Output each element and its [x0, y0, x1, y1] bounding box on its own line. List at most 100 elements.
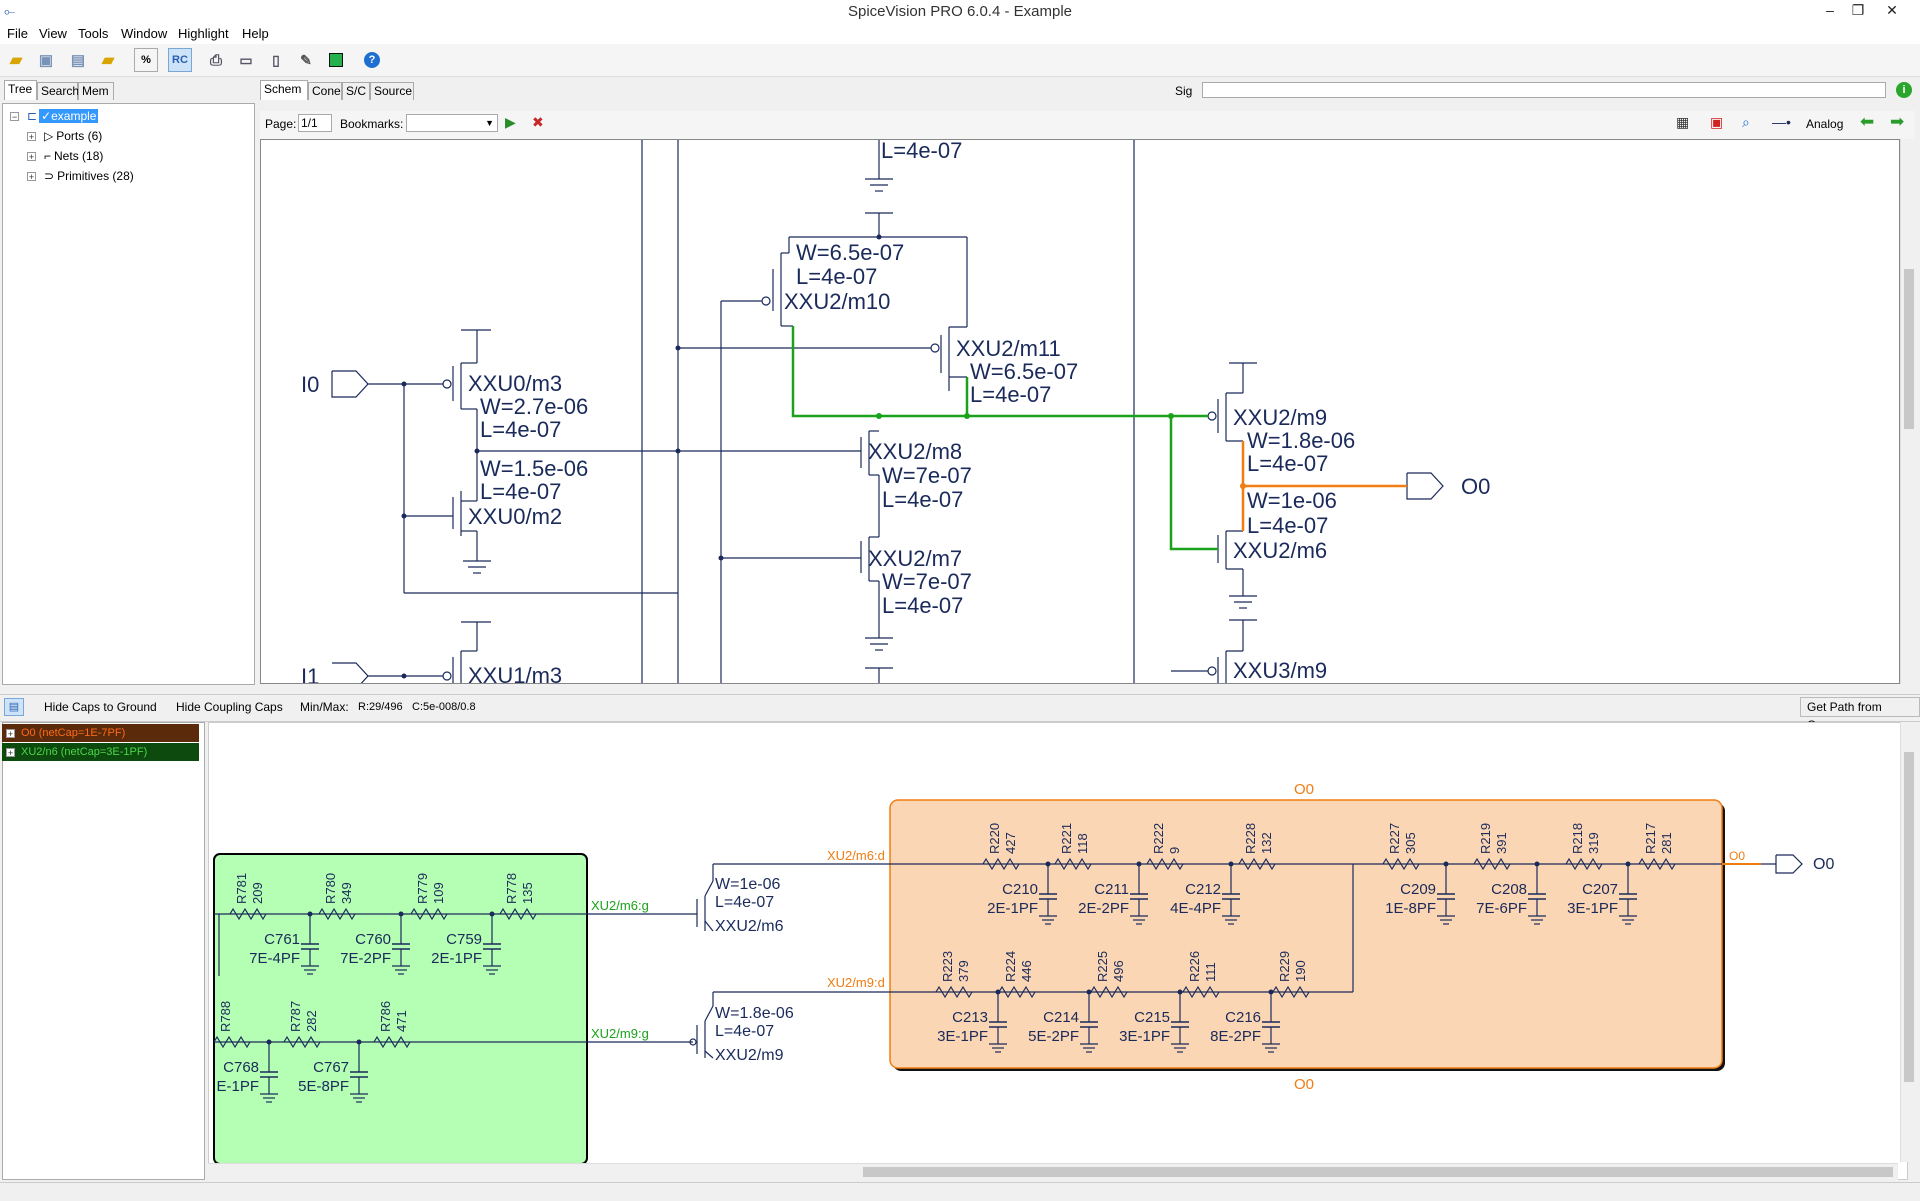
- device-param: L=4e-07: [715, 1023, 774, 1040]
- tree-item-nets[interactable]: + ⌐ Nets (18): [27, 147, 103, 165]
- info-icon[interactable]: i: [1896, 82, 1912, 98]
- tree-item-ports[interactable]: + ▷ Ports (6): [27, 127, 102, 145]
- device-name: XXU0/m2: [468, 504, 562, 529]
- expand-icon[interactable]: +: [27, 152, 36, 161]
- help-icon[interactable]: ?: [360, 48, 384, 72]
- back-arrow-icon[interactable]: ⬅: [1860, 112, 1874, 132]
- tab-mem[interactable]: Mem: [78, 82, 114, 100]
- rc-horizontal-scrollbar[interactable]: [208, 1163, 1898, 1180]
- tab-search[interactable]: Search: [37, 82, 78, 100]
- scrollbar-thumb[interactable]: [1904, 752, 1914, 1082]
- cap-value: 3E-1PF: [937, 1028, 988, 1045]
- resistor-value: 132: [1259, 832, 1274, 854]
- net-icon: ⌐: [44, 149, 51, 163]
- resistor-value: 111: [1203, 962, 1218, 982]
- device-name: XXU2/m10: [784, 289, 890, 314]
- tree-item-label: Ports (6): [56, 129, 102, 143]
- highlight-red-icon[interactable]: ▣: [1710, 114, 1723, 131]
- net-title-top: O0: [1294, 781, 1314, 798]
- scrollbar-thumb[interactable]: [863, 1167, 1893, 1177]
- chevron-down-icon: ▼: [485, 118, 494, 128]
- schematic-canvas[interactable]: I0 I1 O0 L=4e-07 XXU0/m3 W=2.7e-06 L=4e-…: [260, 139, 1900, 684]
- green-square-icon[interactable]: [324, 48, 348, 72]
- rc-view-icon[interactable]: ▤: [4, 698, 24, 716]
- resistor-name: R222: [1151, 823, 1166, 854]
- device-param: L=4e-07: [882, 487, 963, 512]
- folder-star-icon[interactable]: ▰: [96, 48, 120, 72]
- device-param: L=4e-07: [1247, 513, 1328, 538]
- get-path-button[interactable]: Get Path from Cone: [1800, 697, 1920, 717]
- tree-item-label: Primitives (28): [57, 169, 134, 183]
- sig-input[interactable]: [1202, 82, 1886, 98]
- tab-schem[interactable]: Schem: [260, 80, 308, 100]
- add-bookmark-icon[interactable]: ▶: [505, 114, 516, 131]
- menu-help[interactable]: Help: [242, 26, 269, 41]
- expand-icon[interactable]: +: [27, 132, 36, 141]
- resistor-name: R779: [415, 873, 430, 904]
- expand-icon[interactable]: +: [27, 172, 36, 181]
- schematic-drawing: I0 I1 O0 L=4e-07 XXU0/m3 W=2.7e-06 L=4e-…: [261, 140, 1899, 683]
- resistor-name: R220: [987, 823, 1002, 854]
- device-name: XXU1/m3: [468, 663, 562, 683]
- tab-source[interactable]: Source: [370, 82, 414, 100]
- database-icon[interactable]: ▤: [66, 48, 90, 72]
- tree-root-label: ✓example: [39, 109, 98, 123]
- collapse-icon[interactable]: −: [10, 112, 19, 121]
- list-item[interactable]: + XU2/n6 (netCap=3E-1PF): [2, 743, 199, 761]
- menu-view[interactable]: View: [39, 26, 67, 41]
- cap-name: C207: [1582, 881, 1618, 898]
- resistor-value: 379: [956, 960, 971, 982]
- device-param: W=1e-06: [1247, 488, 1337, 513]
- list-item[interactable]: + O0 (netCap=1E-7PF): [2, 724, 199, 742]
- resistor-value: 209: [250, 882, 265, 904]
- resistor-value: 9: [1167, 847, 1182, 854]
- menu-file[interactable]: File: [7, 26, 28, 41]
- schematic-color-icon[interactable]: ▦: [1676, 114, 1689, 131]
- page-spinner[interactable]: 1/1: [298, 114, 332, 132]
- title-bar: ⟜ SpiceVision PRO 6.0.4 - Example – ❐ ✕: [0, 0, 1920, 25]
- resistor-name: R224: [1003, 951, 1018, 982]
- hide-caps-ground-button[interactable]: Hide Caps to Ground: [38, 697, 163, 717]
- print-preview-icon[interactable]: ▭: [234, 48, 258, 72]
- resistor-name: R225: [1095, 951, 1110, 982]
- tree-item-label: Nets (18): [54, 149, 103, 163]
- device-param: W=1.5e-06: [480, 456, 588, 481]
- forward-arrow-icon[interactable]: ➡: [1890, 112, 1904, 132]
- expand-icon[interactable]: +: [6, 729, 15, 738]
- menu-highlight[interactable]: Highlight: [178, 26, 229, 41]
- rc-button[interactable]: RC: [168, 48, 192, 72]
- rc-vertical-scrollbar[interactable]: [1900, 722, 1916, 1162]
- print-icon[interactable]: ⎙: [204, 48, 228, 72]
- tab-tree[interactable]: Tree: [4, 80, 37, 100]
- port-icon: ▷: [44, 129, 53, 143]
- wrench-icon[interactable]: ✎: [294, 48, 318, 72]
- rc-canvas[interactable]: R220427R221118R2229R228132R227305R219391…: [208, 722, 1908, 1180]
- zoom-icon[interactable]: ⌕: [1742, 114, 1750, 131]
- save-icon[interactable]: ▣: [34, 48, 58, 72]
- open-folder-icon[interactable]: ▰: [4, 48, 28, 72]
- page-label: Page:: [265, 117, 296, 131]
- resistor-name: R227: [1387, 823, 1402, 854]
- tree-item-primitives[interactable]: + ⊃ Primitives (28): [27, 167, 134, 185]
- tab-cone[interactable]: Cone: [308, 82, 342, 100]
- expand-icon[interactable]: +: [6, 748, 15, 757]
- menu-window[interactable]: Window: [121, 26, 167, 41]
- wire-icon[interactable]: —•: [1772, 114, 1791, 130]
- device-name: XXU2/m8: [868, 439, 962, 464]
- resistor-name: R228: [1243, 823, 1258, 854]
- device-param: W=1.8e-06: [1247, 428, 1355, 453]
- cap-name: C216: [1225, 1009, 1261, 1026]
- remove-bookmark-icon[interactable]: ✖: [532, 114, 544, 131]
- menu-tools[interactable]: Tools: [78, 26, 108, 41]
- page-setup-icon[interactable]: ▯: [264, 48, 288, 72]
- bookmarks-dropdown[interactable]: ▼: [406, 114, 498, 132]
- schematic-vertical-scrollbar[interactable]: [1900, 139, 1916, 684]
- tab-sc[interactable]: S/C: [342, 82, 370, 100]
- tree-item-example[interactable]: − ⊏ ✓example: [10, 107, 98, 125]
- scrollbar-thumb[interactable]: [1904, 269, 1914, 429]
- port-label: I0: [301, 372, 319, 397]
- hide-coupling-caps-button[interactable]: Hide Coupling Caps: [170, 697, 289, 717]
- close-button[interactable]: ✕: [1872, 0, 1912, 22]
- device-param: W=6.5e-07: [970, 359, 1078, 384]
- percent-button[interactable]: %: [134, 48, 158, 72]
